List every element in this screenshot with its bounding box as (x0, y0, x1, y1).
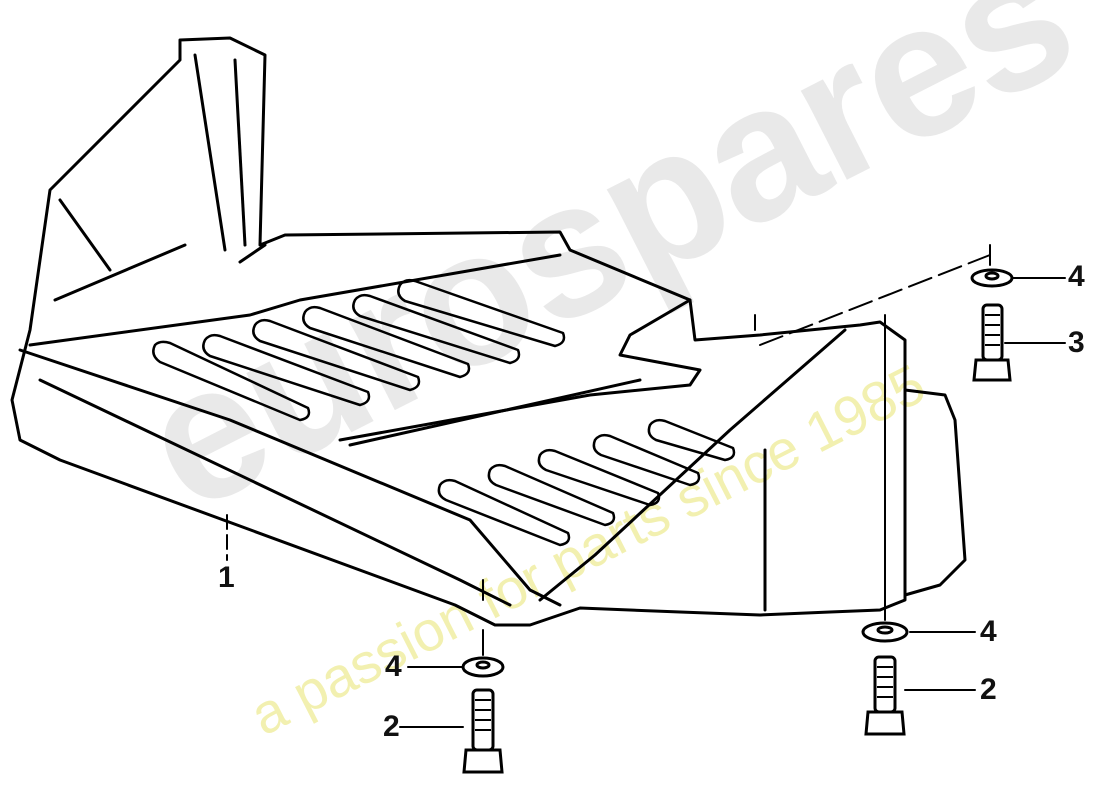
bolt-front-right[interactable] (864, 655, 906, 736)
bolt-front-left[interactable] (462, 688, 504, 774)
plate-ribs-upper (152, 278, 566, 422)
plate-ribs-lower (437, 418, 736, 547)
callout-2-front-right: 2 (980, 673, 997, 706)
protection-plate[interactable] (10, 36, 967, 627)
bolt-rear-right[interactable] (972, 303, 1012, 382)
callout-1: 1 (218, 561, 235, 594)
washer-front-right[interactable] (861, 621, 909, 643)
callout-4-front-left: 4 (385, 650, 402, 683)
callout-4-front-right: 4 (980, 615, 997, 648)
callout-3: 3 (1068, 326, 1085, 359)
leader-lines (226, 244, 1066, 728)
callout-2-front-left: 2 (383, 710, 400, 743)
washer-rear-right[interactable] (970, 268, 1014, 288)
washer-front-left[interactable] (461, 656, 505, 678)
callout-4-rear-right: 4 (1068, 260, 1085, 293)
